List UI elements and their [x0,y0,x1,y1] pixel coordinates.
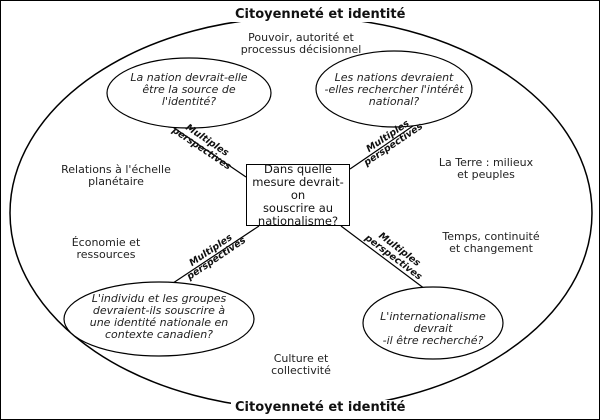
connector-bottom-right [340,225,426,290]
theme-relations: Relations à l'échelle planétaire [61,163,171,188]
center-question: Dans quelle mesure devrait-on souscrire … [246,162,350,227]
title-bottom: Citoyenneté et identité [231,400,410,415]
theme-temps: Temps, continuité et changement [442,230,540,255]
connector-top-left [160,118,247,178]
question-ellipse-top-left [106,57,272,129]
question-top-left: La nation devrait-elle être la source de… [130,71,248,108]
question-bottom-right: L'internationalisme devrait -il être rec… [380,310,486,347]
title-top: Citoyenneté et identité [231,7,410,22]
theme-economie: Économie et ressources [71,236,141,261]
theme-pouvoir: Pouvoir, autorité et processus décisionn… [240,31,362,56]
connector-bottom-left [160,225,260,292]
question-ellipse-bottom-right [362,286,504,360]
question-bottom-left: L'individu et les groupes devraient-ils … [89,292,229,341]
theme-terre: La Terre : milieux et peuples [438,156,534,181]
question-ellipse-bottom-left [63,281,255,357]
question-ellipse-top-right [315,50,473,128]
question-top-right: Les nations devraient -elles rechercher … [324,71,464,108]
theme-culture: Culture et collectivité [271,352,331,377]
